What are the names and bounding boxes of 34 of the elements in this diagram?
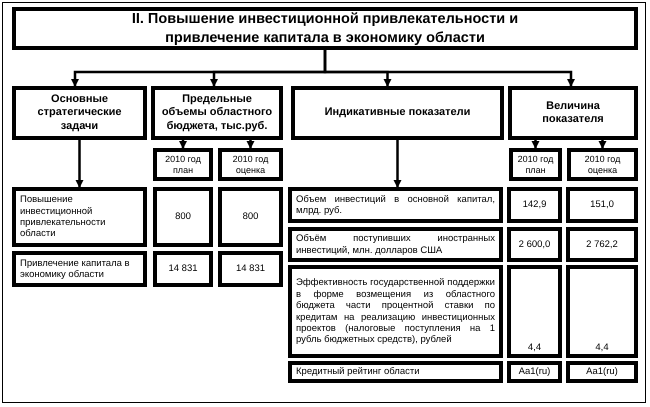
value-box: 142,9: [507, 187, 562, 223]
value-box: 2 762,2: [566, 227, 638, 262]
arrow: [76, 140, 84, 188]
value-box: 14 831: [218, 251, 283, 287]
value-box: 2 600,0: [507, 227, 562, 262]
value-box: Aa1(ru): [566, 361, 638, 383]
header-box: Предельные объемы областного бюджета, тыс.руб.: [151, 86, 283, 140]
value-box: 800: [218, 187, 283, 247]
indicator-box: Эффективность государственной поддержки в форме возмещения из областного бюджета части процентной ставки по кредитам на реализацию инвестиционных проектов (налоговые поступления на 1 рубль бюджетных средств), рублей: [288, 265, 503, 358]
value-box: 14 831: [153, 251, 213, 287]
arrow: [532, 140, 540, 149]
value-box: 4,4: [566, 265, 638, 358]
value-box: 151,0: [566, 187, 638, 223]
header-box: Индикативные показатели: [291, 86, 504, 140]
subheader-box: 2010 год оценка: [567, 148, 638, 181]
indicator-box: Объём поступивших иностранных инвестиций, млн. долларов США: [288, 227, 503, 262]
header-box: Основные стратегические задачи: [12, 86, 147, 140]
arrow: [598, 140, 606, 149]
subheader-box: 2010 год план: [509, 148, 562, 181]
arrow: [246, 140, 254, 149]
arrow: [179, 140, 187, 149]
subheader-box: 2010 год план: [153, 148, 213, 181]
header-box: Величина показателя: [508, 86, 638, 140]
indicator-box: Кредитный рейтинг области: [288, 361, 503, 383]
task-box: Привлечение капитала в экономику области: [12, 251, 147, 287]
task-box: Повышение инвестиционной привлекательности области: [12, 187, 147, 247]
value-box: 800: [153, 187, 213, 247]
arrow: [394, 140, 402, 188]
subheader-box: 2010 год оценка: [218, 148, 283, 181]
title-box: II. Повышение инвестиционной привлекательности и привлечение капитала в экономику области: [12, 7, 638, 50]
value-box: 4,4: [507, 265, 562, 358]
arrow: [324, 50, 575, 87]
indicator-box: Объем инвестиций в основной капитал, млрд. руб.: [288, 187, 503, 223]
value-box: Aa1(ru): [507, 361, 562, 383]
